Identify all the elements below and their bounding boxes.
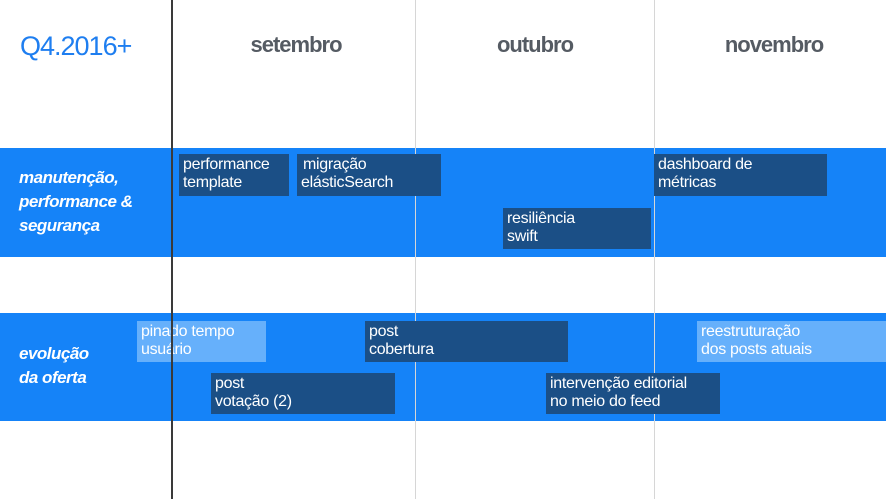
task-migracao-elasticsearch: migração elásticSearch — [297, 154, 441, 196]
task-text: resiliência — [507, 210, 575, 227]
month-header-setembro: setembro — [250, 32, 342, 57]
task-post-cobertura: post cobertura — [365, 321, 568, 362]
task-text: no meio do feed — [550, 393, 661, 410]
task-text: métricas — [658, 174, 717, 191]
month-header-outubro: outubro — [496, 32, 574, 57]
task-text: reestruturação — [701, 323, 800, 340]
task-post-votacao: post votação (2) — [211, 373, 395, 414]
month-header-novembro: novembro — [724, 32, 824, 57]
row-label-line: da oferta — [19, 368, 87, 387]
task-text: post — [369, 323, 399, 340]
task-pinado-tempo-usuario: pinado tempo usuário — [137, 321, 266, 362]
task-text: dashboard de — [658, 156, 753, 173]
task-text: votação (2) — [215, 393, 292, 410]
task-performance-template: performance template — [179, 154, 289, 196]
timeline-start-line — [171, 0, 173, 499]
month-divider — [654, 0, 655, 499]
task-text: template — [183, 174, 242, 191]
task-text: elásticSearch — [301, 174, 394, 191]
task-text: post — [215, 375, 245, 392]
row-label-line: segurança — [19, 216, 100, 235]
task-text: pinado tempo — [141, 323, 235, 340]
task-dashboard-metricas: dashboard de métricas — [654, 154, 827, 196]
row-label-line: performance & — [19, 192, 133, 211]
page-title: Q4.2016+ — [20, 31, 132, 61]
month-divider — [415, 0, 416, 499]
task-text: swift — [507, 228, 538, 245]
task-text: cobertura — [369, 341, 434, 358]
row-label-line: manutenção, — [19, 168, 119, 187]
task-resiliencia-swift: resiliência swift — [503, 208, 651, 249]
task-text: dos posts atuais — [701, 341, 812, 358]
row-label-line: evolução — [19, 344, 89, 363]
task-reestruturacao-posts: reestruturação dos posts atuais — [697, 321, 886, 362]
task-text: migração — [303, 156, 367, 173]
task-intervencao-editorial: intervenção editorial no meio do feed — [546, 373, 720, 414]
row-label-manutencao: manutenção, performance & segurança — [19, 166, 133, 238]
task-text: usuário — [141, 341, 192, 358]
task-text: performance — [183, 156, 270, 173]
row-label-evolucao: evolução da oferta — [19, 342, 89, 390]
task-text: intervenção editorial — [550, 375, 687, 392]
